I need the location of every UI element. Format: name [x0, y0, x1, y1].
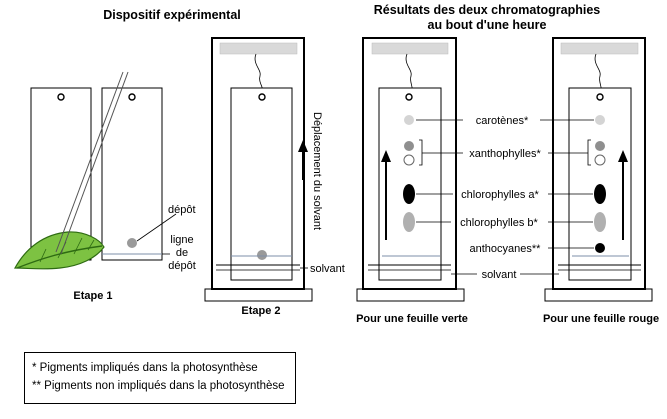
step1-deposit-spot [127, 238, 137, 248]
step1-group [13, 71, 177, 270]
step1-hole-right [128, 93, 136, 101]
depot-leader [136, 213, 177, 242]
footnote-line-1: * Pigments impliqués dans la photosynthè… [32, 362, 258, 374]
red-anthocyanes-spot [595, 243, 605, 253]
pigment-label-chlorophylles-a: chlorophylles a* [461, 189, 539, 201]
solvant-step2-label: solvant [310, 263, 345, 275]
step1-label: Etape 1 [73, 290, 112, 302]
red-hole [596, 93, 604, 101]
green-xanthophylle-spot-1 [404, 141, 414, 151]
pigment-label-anthocyanes: anthocyanes** [470, 243, 542, 255]
red-chlorophylle-a-spot [594, 184, 606, 204]
step2-hole [258, 93, 266, 101]
red-xanthophylle-spot-1 [595, 141, 605, 151]
results-title-line1: Résultats des deux chromatographies [374, 3, 601, 17]
step2-deposit-spot [257, 250, 267, 260]
red-chlorophylle-b-spot [594, 212, 606, 232]
green-hole [405, 93, 413, 101]
capillary-tube-icon [55, 71, 129, 255]
setup-title: Dispositif expérimental [103, 8, 241, 22]
leaf-icon [13, 231, 105, 270]
deposit-line-label-1: ligne [170, 234, 193, 246]
green-leaf-tank [356, 37, 465, 302]
green-migration-arrow-icon [381, 150, 391, 240]
tank-base [204, 288, 313, 302]
tank-lid [371, 42, 449, 55]
red-leaf-tank [544, 37, 653, 302]
solvent-arrow-icon [298, 140, 308, 180]
results-title-line2: au bout d'une heure [428, 18, 547, 32]
tank-base [544, 288, 653, 302]
red-leaf-label: Pour une feuille rouge [543, 313, 659, 325]
red-migration-arrow-icon [618, 150, 628, 240]
deposit-line-label-2: de [176, 247, 188, 259]
pigment-label-carotenes: carotènes* [476, 115, 529, 127]
pigment-label-xanthophylles: xanthophylles* [469, 148, 541, 160]
step1-hole-left [57, 93, 65, 101]
step1-paper-right [101, 87, 163, 261]
step2-label: Etape 2 [241, 305, 280, 317]
pigment-label-chlorophylles-b: chlorophylles b* [460, 217, 538, 229]
tank-lid [219, 42, 298, 55]
green-carotenes-spot [404, 115, 414, 125]
green-xanthophylle-spot-2 [403, 154, 415, 166]
solvent-movement-label: Déplacement du solvant [311, 112, 323, 230]
solvant-results-label: solvant [482, 269, 517, 281]
green-leaf-label: Pour une feuille verte [356, 313, 468, 325]
tank-lid [560, 42, 639, 55]
step1-paper-left [30, 87, 92, 261]
depot-label: dépôt [168, 204, 196, 216]
footnote-line-2: ** Pigments non impliqués dans la photos… [32, 380, 285, 392]
red-xanthophylle-spot-2 [594, 154, 606, 166]
footnote-legend: * Pigments impliqués dans la photosynthè… [24, 352, 296, 404]
red-carotenes-spot [595, 115, 605, 125]
step2-paper [230, 87, 293, 281]
pigment-leaders [416, 119, 594, 275]
tank-base [356, 288, 465, 302]
green-chlorophylle-b-spot [403, 212, 415, 232]
deposit-line-label-3: dépôt [168, 260, 196, 272]
step2-tank [204, 37, 313, 302]
green-chlorophylle-a-spot [403, 184, 415, 204]
